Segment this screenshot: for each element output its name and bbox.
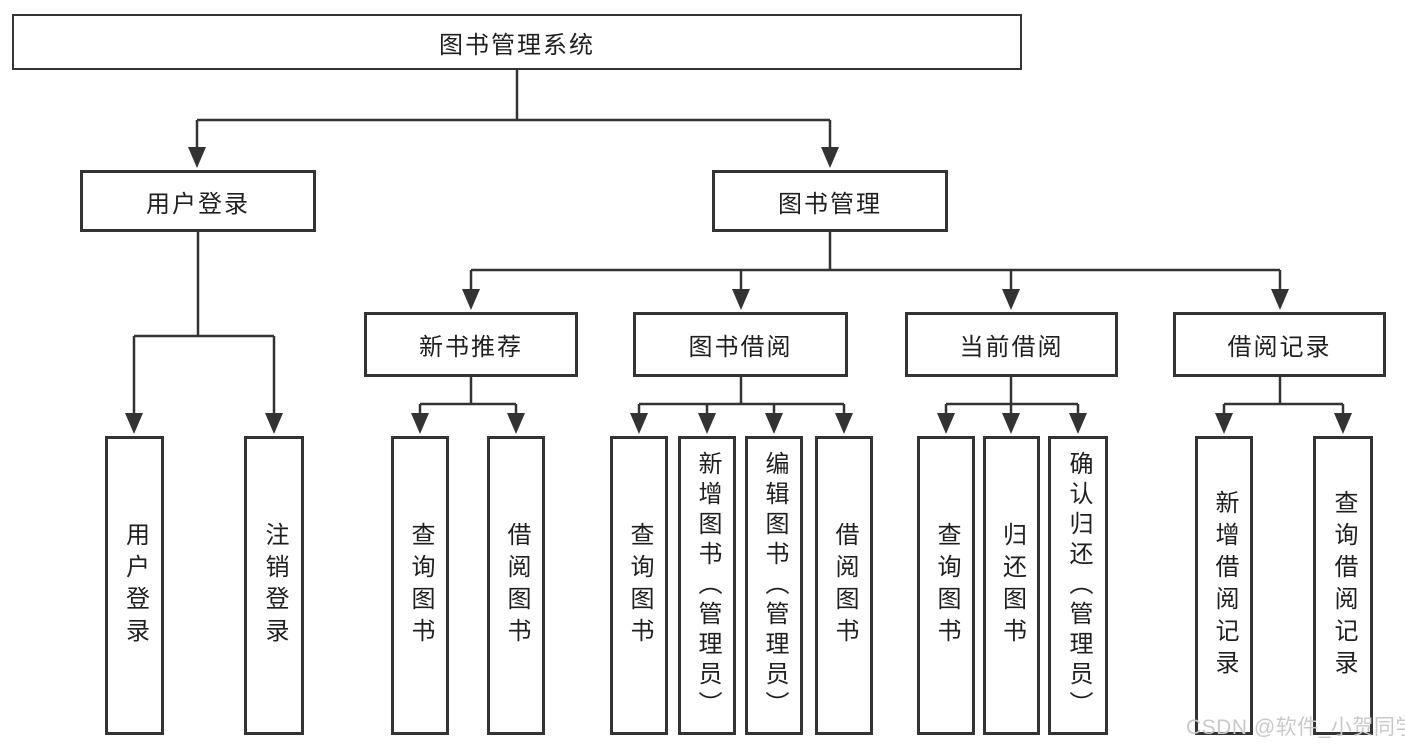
leaf-borrow-borrow-books: 借阅图书 bbox=[815, 436, 873, 735]
node-library-management-system: 图书管理系统 bbox=[12, 14, 1022, 70]
leaf-current-query-books: 查询图书 bbox=[917, 436, 975, 735]
leaf-borrow-add-books-admin: 新增图书（管理员） bbox=[678, 436, 736, 735]
leaf-label: 新增借阅记录 bbox=[1211, 489, 1238, 682]
leaf-label: 注销登录 bbox=[261, 521, 288, 650]
leaf-label: 归还图书 bbox=[998, 521, 1026, 650]
leaf-label: 查询借阅记录 bbox=[1330, 489, 1357, 682]
leaf-label: 用户登录 bbox=[121, 521, 149, 650]
node-label: 用户登录 bbox=[146, 190, 250, 218]
node-borrowing-records: 借阅记录 bbox=[1173, 312, 1386, 377]
leaf-current-confirm-return-admin: 确认归还（管理员） bbox=[1048, 436, 1108, 735]
leaf-label: 查询图书 bbox=[407, 521, 434, 650]
leaf-borrow-edit-books-admin: 编辑图书（管理员） bbox=[745, 436, 803, 735]
node-book-borrowing: 图书借阅 bbox=[633, 312, 848, 377]
node-new-book-recommendation: 新书推荐 bbox=[364, 312, 578, 377]
leaf-label: 借阅图书 bbox=[503, 521, 530, 650]
node-label: 图书管理 bbox=[778, 190, 882, 218]
leaf-label: 编辑图书（管理员） bbox=[761, 450, 788, 721]
node-label: 图书借阅 bbox=[688, 334, 793, 361]
leaf-current-return-books: 归还图书 bbox=[983, 436, 1040, 735]
leaf-label: 查询图书 bbox=[933, 521, 960, 650]
leaf-label: 查询图书 bbox=[626, 521, 653, 650]
leaf-label: 借阅图书 bbox=[831, 521, 858, 650]
arrowheads bbox=[125, 147, 1352, 434]
leaf-user-login: 用户登录 bbox=[105, 436, 164, 735]
leaf-records-query-borrow-record: 查询借阅记录 bbox=[1313, 436, 1373, 735]
node-label: 图书管理系统 bbox=[439, 31, 595, 59]
node-current-borrowing: 当前借阅 bbox=[905, 312, 1118, 377]
leaf-records-add-borrow-record: 新增借阅记录 bbox=[1195, 436, 1253, 735]
leaf-logout: 注销登录 bbox=[244, 436, 304, 735]
node-book-management: 图书管理 bbox=[712, 170, 948, 232]
leaf-label: 确认归还（管理员） bbox=[1065, 450, 1092, 721]
node-label: 借阅记录 bbox=[1227, 334, 1332, 361]
leaf-recommend-query-books: 查询图书 bbox=[391, 436, 449, 735]
watermark: CSDN @软件_小贺同学 bbox=[1186, 716, 1405, 739]
tree-edges bbox=[132, 68, 1345, 417]
node-label: 当前借阅 bbox=[959, 334, 1064, 361]
leaf-recommend-borrow-books: 借阅图书 bbox=[487, 436, 545, 735]
node-label: 新书推荐 bbox=[419, 334, 523, 361]
leaf-label: 新增图书（管理员） bbox=[694, 450, 721, 721]
node-user-login: 用户登录 bbox=[80, 170, 316, 232]
leaf-borrow-query-books: 查询图书 bbox=[610, 436, 668, 735]
